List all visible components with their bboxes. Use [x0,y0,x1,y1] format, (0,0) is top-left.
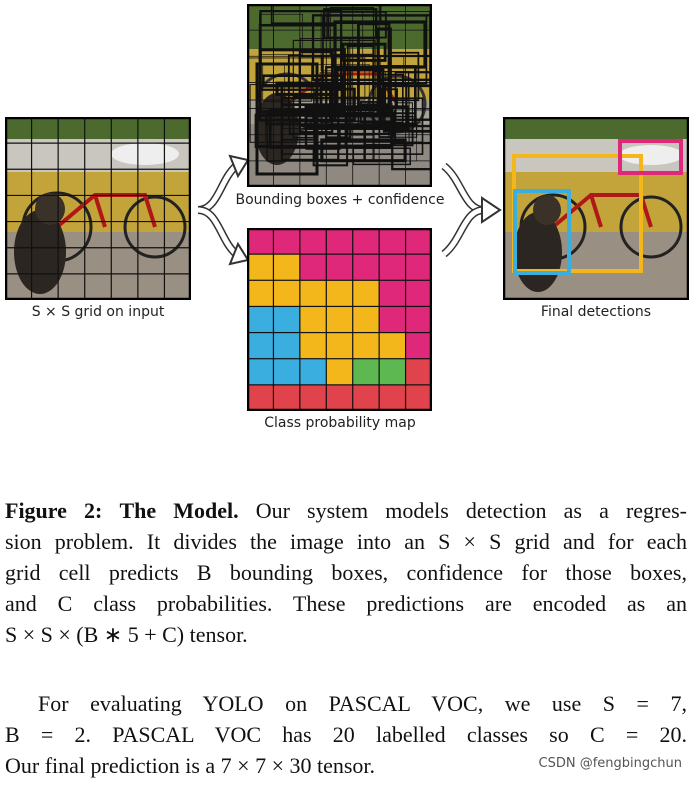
caption-line-5: S × S × (B ∗ 5 + C) tensor. [5,619,687,650]
figure-label: Figure 2: [5,498,102,523]
paragraph-line-2: B = 2. PASCAL VOC has 20 labelled classe… [5,719,687,750]
final-caption: Final detections [503,304,689,320]
input-grid-image [5,117,191,300]
figure-caption: Figure 2: The Model. Our system models d… [5,495,687,650]
classmap-caption: Class probability map [220,415,460,431]
caption-line-3: grid cell predicts B bounding boxes, con… [5,557,687,588]
paragraph-line-1: For evaluating YOLO on PASCAL VOC, we us… [5,688,687,719]
figure-title: The Model. [119,498,238,523]
caption-line-1: Our system models detection as a regres- [256,498,687,523]
split-arrows [190,150,250,270]
caption-line-2: sion problem. It divides the image into … [5,526,687,557]
bounding-boxes-image [247,4,432,187]
class-probability-map [247,228,432,411]
caption-line-4: and C class probabilities. These predict… [5,588,687,619]
input-caption: S × S grid on input [5,304,191,320]
watermark: CSDN @fengbingchun [539,756,682,771]
merge-arrows [440,150,502,270]
final-detections-image [503,117,689,300]
boxes-caption: Bounding boxes + confidence [220,192,460,208]
